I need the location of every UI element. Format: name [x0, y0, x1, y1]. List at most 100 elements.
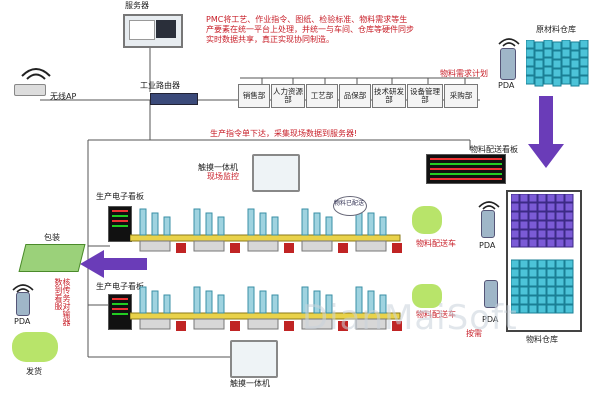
raw-cube	[570, 50, 580, 60]
operator	[139, 286, 147, 314]
warehouse-cube	[564, 194, 574, 203]
workbench	[193, 318, 225, 330]
operator	[205, 290, 213, 314]
bubble-cloud	[333, 196, 367, 216]
operator	[259, 212, 267, 236]
raw-cube	[552, 59, 562, 69]
warehouse-cube	[528, 304, 538, 314]
wireless-ap-icon	[14, 84, 46, 96]
raw-cube	[579, 75, 589, 85]
warehouse-cube	[546, 202, 556, 212]
raw-cube	[526, 48, 535, 58]
operator	[313, 212, 321, 236]
operator	[163, 294, 171, 314]
packing-label: 包装	[44, 233, 60, 242]
raw-cube	[561, 40, 571, 49]
warehouse-cube	[546, 220, 556, 230]
dept-purchasing: 采购部	[444, 84, 478, 108]
touch-bottom-label: 触摸一体机	[230, 379, 270, 388]
warehouse-cube	[537, 220, 547, 230]
warehouse-cube	[546, 194, 556, 203]
warehouse-cube	[564, 211, 574, 221]
dept-hr: 人力资源部	[271, 84, 305, 108]
operator	[205, 212, 213, 236]
raw-cube	[526, 57, 535, 67]
warehouse-cube	[537, 202, 547, 212]
production-board-top	[108, 206, 132, 242]
warehouse-cube	[546, 277, 556, 287]
operator	[301, 286, 309, 314]
warehouse-cube	[564, 229, 574, 239]
station-marker	[284, 243, 294, 253]
router-icon	[150, 93, 198, 105]
warehouse-cube	[537, 277, 547, 287]
warehouse-cube	[555, 304, 565, 314]
warehouse-cube	[528, 229, 538, 239]
warehouse-cube	[564, 304, 574, 314]
warehouse-cube	[537, 194, 547, 203]
warehouse-cube	[537, 229, 547, 239]
station-marker	[230, 321, 240, 331]
wifi-icon	[12, 284, 34, 293]
warehouse-cube	[528, 211, 538, 221]
delivery-cart-top	[412, 206, 442, 234]
workbench	[301, 318, 333, 330]
warehouse-cube	[546, 238, 556, 248]
raw-cube	[526, 75, 535, 85]
raw-cube	[534, 59, 544, 69]
raw-cube	[552, 50, 562, 60]
raw-material-cubes	[526, 40, 589, 87]
pda-label: PDA	[14, 317, 31, 326]
raw-cube	[570, 59, 580, 69]
station-marker	[284, 321, 294, 331]
dept-qa: 品保部	[339, 84, 371, 108]
warehouse-cube	[519, 295, 529, 305]
production-board-bottom	[108, 294, 132, 330]
production-lines	[130, 208, 402, 331]
warehouse-cube	[564, 286, 574, 296]
warehouse-cube	[528, 259, 538, 269]
pda-icon	[500, 48, 516, 80]
warehouse-cube	[519, 304, 529, 314]
raw-cube	[534, 68, 544, 78]
warehouse-cube	[519, 238, 529, 248]
warehouse-cubes	[511, 194, 574, 314]
station-marker	[392, 243, 402, 253]
raw-cube	[579, 57, 589, 67]
raw-cube	[561, 57, 571, 67]
warehouse-cube	[546, 286, 556, 296]
production-note: 生产指令单下达，采集现场数据到服务器!	[210, 129, 358, 138]
warehouse-cube	[511, 202, 520, 212]
board-label-bottom: 生产电子看板	[96, 282, 144, 291]
raw-cube	[534, 77, 544, 87]
ship-label: 发货	[26, 367, 42, 376]
raw-cube	[526, 40, 535, 49]
operator	[139, 208, 147, 236]
operator	[247, 208, 255, 236]
warehouse-cube	[528, 277, 538, 287]
warehouse-cube	[511, 295, 520, 305]
pda-icon	[16, 292, 30, 316]
warehouse-cube	[555, 238, 565, 248]
raw-cube	[561, 48, 571, 58]
warehouse-cube	[537, 211, 547, 221]
operator	[355, 286, 363, 314]
warehouse-cube	[511, 211, 520, 221]
wifi-icon	[21, 68, 51, 80]
warehouse-cube	[537, 304, 547, 314]
pda-icon	[481, 210, 495, 238]
operator	[271, 294, 279, 314]
warehouse-cube	[564, 220, 574, 230]
shipping-cart	[12, 332, 58, 362]
warehouse-cube	[537, 268, 547, 278]
warehouse-cube	[519, 259, 529, 269]
scan-note: 核传务对输器数到看服	[54, 278, 71, 326]
operator	[163, 216, 171, 236]
dept-equipment: 设备管理部	[407, 84, 443, 108]
station-marker	[338, 243, 348, 253]
workbench	[355, 240, 387, 252]
delivery-cart-label-bottom: 物料配送车	[416, 310, 456, 319]
raw-cube	[579, 40, 589, 49]
packing-tray	[18, 244, 86, 272]
